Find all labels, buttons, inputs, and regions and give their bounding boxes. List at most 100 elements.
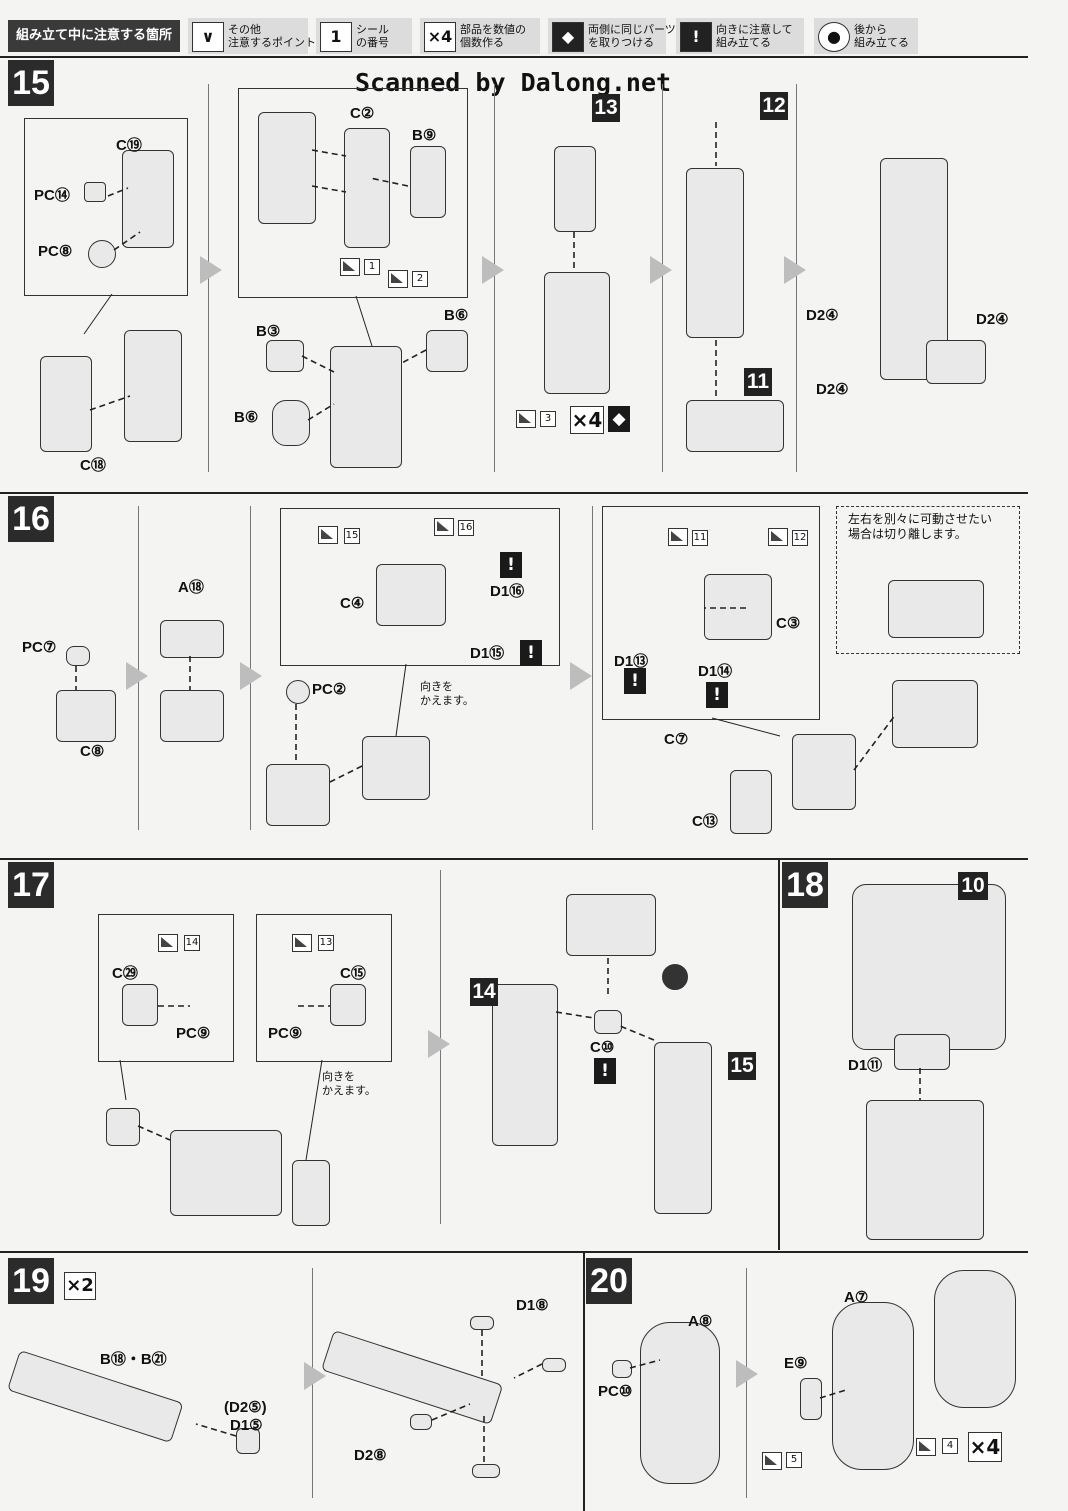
divider bbox=[778, 858, 780, 1250]
part-label: B⑱・B㉑ bbox=[100, 1351, 167, 1368]
step-arrow-icon bbox=[428, 1030, 450, 1058]
both-sides-icon: ◆ bbox=[608, 406, 630, 432]
seal-icon bbox=[158, 934, 178, 952]
side-part bbox=[426, 330, 468, 372]
detail-box bbox=[98, 914, 234, 1062]
seal-icon bbox=[434, 518, 454, 536]
part-label: C⑮ bbox=[340, 965, 366, 982]
legend-item-seal: 1 シール の番号 bbox=[316, 18, 412, 54]
seal-number: 13 bbox=[318, 935, 334, 951]
divider bbox=[592, 506, 593, 830]
seal-icon bbox=[318, 526, 338, 544]
thigh-frame-part bbox=[934, 1270, 1016, 1408]
leg-frame-part bbox=[124, 330, 182, 442]
foot-part bbox=[686, 400, 784, 452]
part-label: D1⑯ bbox=[490, 583, 525, 600]
seal-icon bbox=[668, 528, 688, 546]
multiply-badge: ×4 bbox=[570, 406, 604, 434]
subassembly-tag: 10 bbox=[958, 872, 988, 900]
part-label: C⑱ bbox=[80, 457, 106, 474]
waist-armor-part bbox=[704, 574, 772, 640]
part-label: PC⑩ bbox=[598, 1383, 633, 1400]
step-arrow-icon bbox=[482, 256, 504, 284]
divider bbox=[0, 858, 1028, 860]
step-arrow-icon bbox=[650, 256, 672, 284]
part-label: D1⑬ bbox=[614, 653, 649, 670]
part-label: (D2⑤) bbox=[224, 1399, 267, 1416]
waist-block-part bbox=[894, 1034, 950, 1070]
part-label: C④ bbox=[340, 595, 365, 612]
seal-number: 14 bbox=[184, 935, 200, 951]
subassembly-tag: 15 bbox=[728, 1052, 756, 1080]
part-label: A⑧ bbox=[688, 1313, 713, 1330]
part-label: B⑥ bbox=[444, 307, 469, 324]
hip-part bbox=[106, 1108, 140, 1146]
crotch-part bbox=[730, 770, 772, 834]
step-number-18: 18 bbox=[782, 862, 828, 908]
part-label: C⑩ bbox=[590, 1039, 615, 1056]
step-number-20: 20 bbox=[586, 1258, 632, 1304]
exclamation-icon: ! bbox=[624, 668, 646, 694]
seal-number: 3 bbox=[540, 411, 556, 427]
thigh-part bbox=[122, 150, 174, 248]
legend-text: シール の番号 bbox=[356, 23, 389, 49]
waist-assembly-part bbox=[566, 894, 656, 956]
multiply-badge: ×4 bbox=[968, 1432, 1002, 1462]
cap-part bbox=[472, 1464, 500, 1478]
waist-armor-part bbox=[792, 734, 856, 810]
polycap-ball-part bbox=[286, 680, 310, 704]
polycap-part bbox=[612, 1360, 632, 1378]
step-arrow-icon bbox=[126, 662, 148, 690]
hip-part bbox=[122, 984, 158, 1026]
detail-box bbox=[602, 506, 820, 720]
part-label: D2⑧ bbox=[354, 1447, 387, 1464]
part-label: C⑦ bbox=[664, 731, 689, 748]
check-mark-icon: ∨ bbox=[192, 22, 224, 52]
step-number-19: 19 bbox=[8, 1258, 54, 1304]
seal-icon bbox=[768, 528, 788, 546]
part-label: PC⑭ bbox=[34, 187, 70, 204]
part-label: PC⑨ bbox=[176, 1025, 211, 1042]
cap-part bbox=[236, 1428, 260, 1454]
part-label: PC② bbox=[312, 681, 347, 698]
foot-part bbox=[926, 340, 986, 384]
part-label: C⑬ bbox=[692, 813, 718, 830]
legend-text: 向きに注意して 組み立てる bbox=[716, 23, 793, 49]
lower-leg-part bbox=[554, 146, 596, 232]
legend-item-multiply: ×4 部品を数値の 個数作る bbox=[420, 18, 540, 54]
step-arrow-icon bbox=[304, 1362, 326, 1390]
multiply-badge: ×2 bbox=[64, 1272, 96, 1300]
detail-box bbox=[256, 914, 392, 1062]
joint-part bbox=[160, 690, 224, 742]
seal-icon bbox=[388, 270, 408, 288]
step-arrow-icon bbox=[736, 1360, 758, 1388]
polycap-part bbox=[84, 182, 106, 202]
part-label: D1⑧ bbox=[516, 1297, 549, 1314]
step-arrow-icon bbox=[784, 256, 806, 284]
part-label: D2④ bbox=[816, 381, 849, 398]
leg-complete-part bbox=[654, 1042, 712, 1214]
note-text: 向きを かえます。 bbox=[322, 1070, 376, 1097]
cap-part bbox=[470, 1316, 494, 1330]
seal-icon bbox=[762, 1452, 782, 1470]
legend-bar: 組み立て中に注意する箇所 ∨ その他 注意するポイント 1 シール の番号 ×4… bbox=[0, 14, 1068, 58]
part-label: A⑦ bbox=[844, 1289, 869, 1306]
circle-icon: ● bbox=[818, 22, 850, 52]
lower-leg-part bbox=[686, 168, 744, 338]
legend-text: 後から 組み立てる bbox=[854, 23, 909, 49]
legend-item-other: ∨ その他 注意するポイント bbox=[188, 18, 316, 54]
subassembly-tag: 11 bbox=[744, 368, 772, 396]
leg-frame-part bbox=[40, 356, 92, 452]
polycap-ball-part bbox=[88, 240, 116, 268]
note-text: 向きを かえます。 bbox=[420, 680, 474, 707]
divider bbox=[0, 492, 1028, 494]
part-label: PC⑦ bbox=[22, 639, 57, 656]
legend-text: その他 注意するポイント bbox=[228, 23, 316, 49]
exclamation-icon: ! bbox=[520, 640, 542, 666]
seal-number: 16 bbox=[458, 520, 474, 536]
step-number-15: 15 bbox=[8, 60, 54, 106]
seal-icon bbox=[292, 934, 312, 952]
legend-title: 組み立て中に注意する箇所 bbox=[8, 20, 180, 52]
part-label: B⑥ bbox=[234, 409, 259, 426]
joint-part bbox=[56, 690, 116, 742]
